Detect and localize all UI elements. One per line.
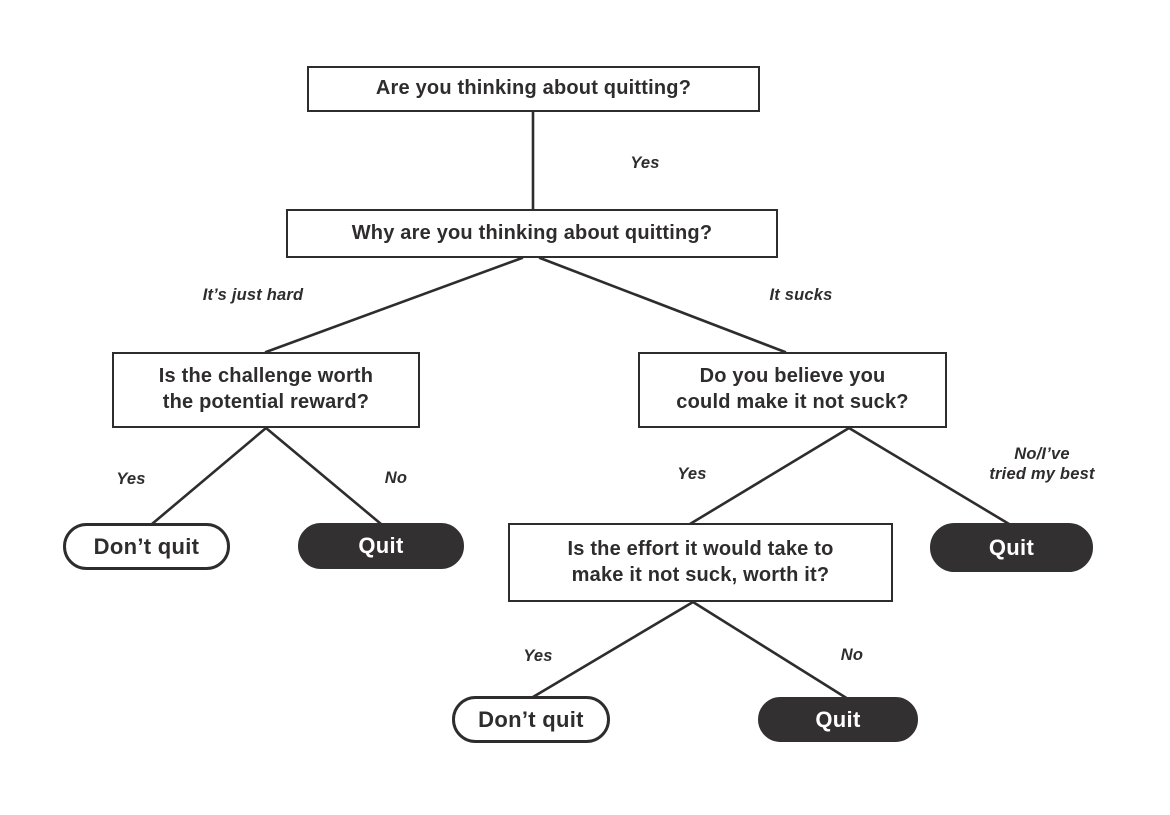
edge-label-no-tried-my-best: No/I’ve tried my best <box>989 444 1095 483</box>
node-question-why-quitting: Why are you thinking about quitting? <box>286 209 778 258</box>
connector-q3-quit1 <box>264 426 383 526</box>
edge-label-its-just-hard: It’s just hard <box>202 285 304 304</box>
node-outcome-quit-right: Quit <box>930 523 1093 572</box>
edge-label-yes-bottom: Yes <box>523 646 553 665</box>
connector-q5-quit3 <box>691 600 850 701</box>
node-outcome-quit-left: Quit <box>298 523 464 569</box>
connector-q4-q5 <box>688 426 851 526</box>
edge-label-it-sucks: It sucks <box>769 285 833 304</box>
edge-label-yes-middle: Yes <box>677 464 707 483</box>
connector-q2-q3 <box>264 256 524 354</box>
connector-q3-dontquit1 <box>150 426 268 526</box>
edge-label-no-bottom: No <box>840 645 864 664</box>
connector-q4-quit2 <box>847 426 1011 526</box>
node-question-effort-worth-it: Is the effort it would take to make it n… <box>508 523 893 602</box>
edge-label-yes-top: Yes <box>630 153 660 172</box>
node-question-challenge-worth-reward: Is the challenge worth the potential rew… <box>112 352 420 428</box>
node-outcome-quit-bottom: Quit <box>758 697 918 742</box>
edge-label-no-left: No <box>384 468 408 487</box>
node-outcome-dont-quit-bottom: Don’t quit <box>452 696 610 743</box>
node-question-thinking-about-quitting: Are you thinking about quitting? <box>307 66 760 112</box>
node-outcome-dont-quit-left: Don’t quit <box>63 523 230 570</box>
connector-q5-dontquit2 <box>531 600 695 699</box>
node-question-could-make-it-not-suck: Do you believe you could make it not suc… <box>638 352 947 428</box>
connector-q2-q4 <box>538 256 787 354</box>
edge-label-yes-left: Yes <box>116 469 146 488</box>
